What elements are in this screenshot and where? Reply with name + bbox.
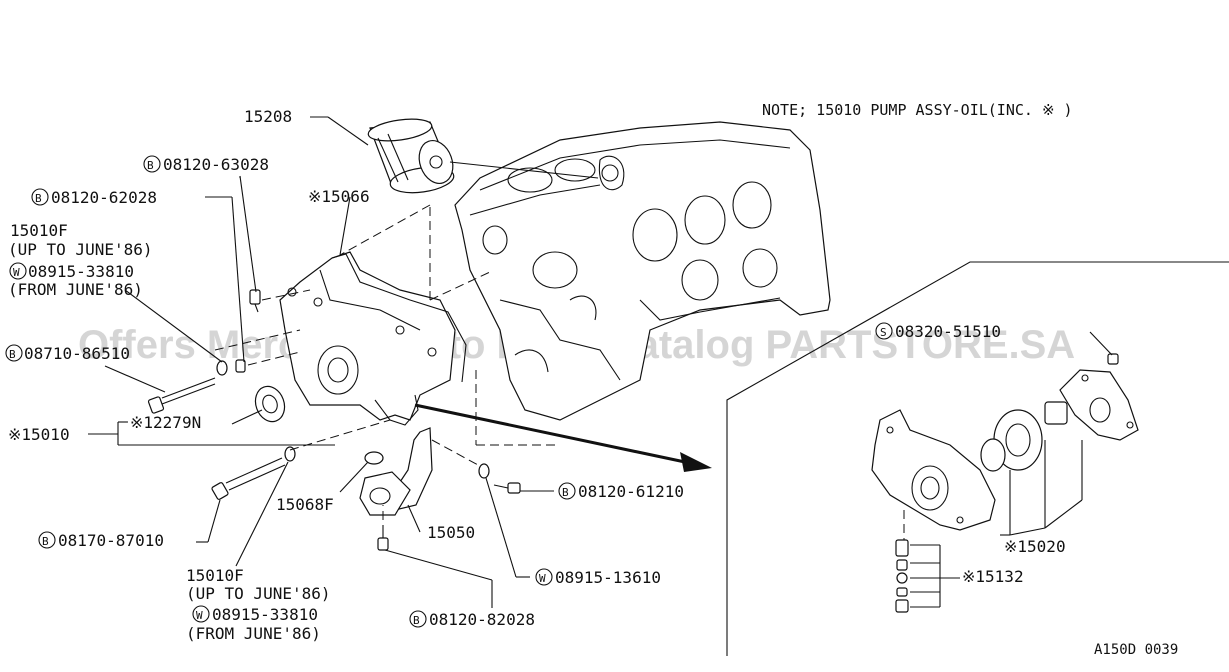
washer-symbol (192, 605, 210, 623)
label-15208: 15208 (244, 107, 292, 126)
washer-08915-33810-a-illustration (216, 359, 246, 376)
label-08915-33810-a-note: (FROM JUNE'86) (8, 280, 143, 299)
washer-symbol-letter: W (13, 266, 20, 279)
bolt-08120-61210-illustration (493, 482, 521, 494)
bolt-symbol-letter: B (42, 535, 49, 548)
washer-08915-33810-b-illustration (284, 446, 296, 462)
label-08170-87010: 08170-87010 (58, 531, 164, 550)
relief-valve-parts-illustration (895, 539, 909, 613)
label-08915-13610: 08915-13610 (555, 568, 661, 587)
label-15050: 15050 (427, 523, 475, 542)
leader-lines (88, 116, 1113, 608)
oil-strainer-illustration (359, 427, 433, 516)
label-08320-51510: 08320-51510 (895, 322, 1001, 341)
bolt-08710-86510-illustration (147, 377, 216, 414)
bolt-symbol-letter: B (413, 614, 420, 627)
pump-gear-detail-illustration (980, 401, 1068, 472)
bolt-08120-63028-illustration (249, 289, 261, 313)
bolt-symbol (558, 482, 576, 500)
washer-symbol-letter: W (196, 609, 203, 622)
label-15010f-b: 15010F (186, 566, 244, 585)
label-08915-33810-a: 08915-33810 (28, 262, 134, 281)
detail-inset-frame (726, 261, 1229, 656)
pump-cover-detail-illustration (1059, 369, 1139, 441)
bolt-symbol-letter: B (562, 486, 569, 499)
bolt-symbol (31, 188, 49, 206)
bolt-08320-51510-illustration (1107, 353, 1119, 365)
washer-symbol (9, 262, 27, 280)
engine-block-illustration (454, 121, 831, 421)
label-08120-61210: 08120-61210 (578, 482, 684, 501)
label-08120-82028: 08120-82028 (429, 610, 535, 629)
screw-symbol-letter: S (880, 326, 887, 339)
bolt-symbol (5, 344, 23, 362)
detail-arrowhead (680, 452, 712, 472)
screw-symbol (875, 322, 893, 340)
bolt-symbol-letter: B (35, 192, 42, 205)
bolt-symbol-letter: B (9, 348, 16, 361)
front-cover-illustration (254, 251, 456, 426)
gasket-15066-illustration (331, 253, 467, 383)
pump-housing-detail-illustration (871, 409, 996, 531)
label-15132: ※15132 (962, 567, 1024, 586)
gasket-15068f-illustration (364, 451, 384, 465)
washer-08915-13610-illustration (478, 463, 490, 479)
label-15010f-b-note: (UP TO JUNE'86) (186, 584, 331, 603)
pump-assy-note: NOTE; 15010 PUMP ASSY-OIL(INC. ※ ) (762, 101, 1073, 119)
washer-symbol-letter: W (539, 572, 546, 585)
label-08710-86510: 08710-86510 (24, 344, 130, 363)
diagram-code: A150D 0039 (1094, 642, 1178, 658)
label-15010f-a: 15010F (10, 221, 68, 240)
label-08915-33810-b: 08915-33810 (212, 605, 318, 624)
detail-arrow (414, 403, 686, 464)
label-08120-62028: 08120-62028 (51, 188, 157, 207)
oil-filter-illustration (367, 118, 455, 194)
label-15068f: 15068F (276, 495, 334, 514)
label-08915-33810-b-note: (FROM JUNE'86) (186, 624, 321, 643)
label-08120-63028: 08120-63028 (163, 155, 269, 174)
bolt-symbol (143, 155, 161, 173)
label-15010f-a-note: (UP TO JUNE'86) (8, 240, 153, 259)
label-15066: ※15066 (308, 187, 370, 206)
label-15020: ※15020 (1004, 537, 1066, 556)
bolt-08170-87010-illustration (211, 457, 286, 500)
label-12279n: ※12279N (130, 413, 201, 432)
bolt-symbol (38, 531, 56, 549)
washer-symbol (535, 568, 553, 586)
bolt-08120-82028-illustration (377, 525, 389, 551)
bolt-symbol-letter: B (147, 159, 154, 172)
assembly-dashed-lines (214, 204, 905, 540)
label-15010: ※15010 (8, 425, 70, 444)
bolt-symbol (409, 610, 427, 628)
